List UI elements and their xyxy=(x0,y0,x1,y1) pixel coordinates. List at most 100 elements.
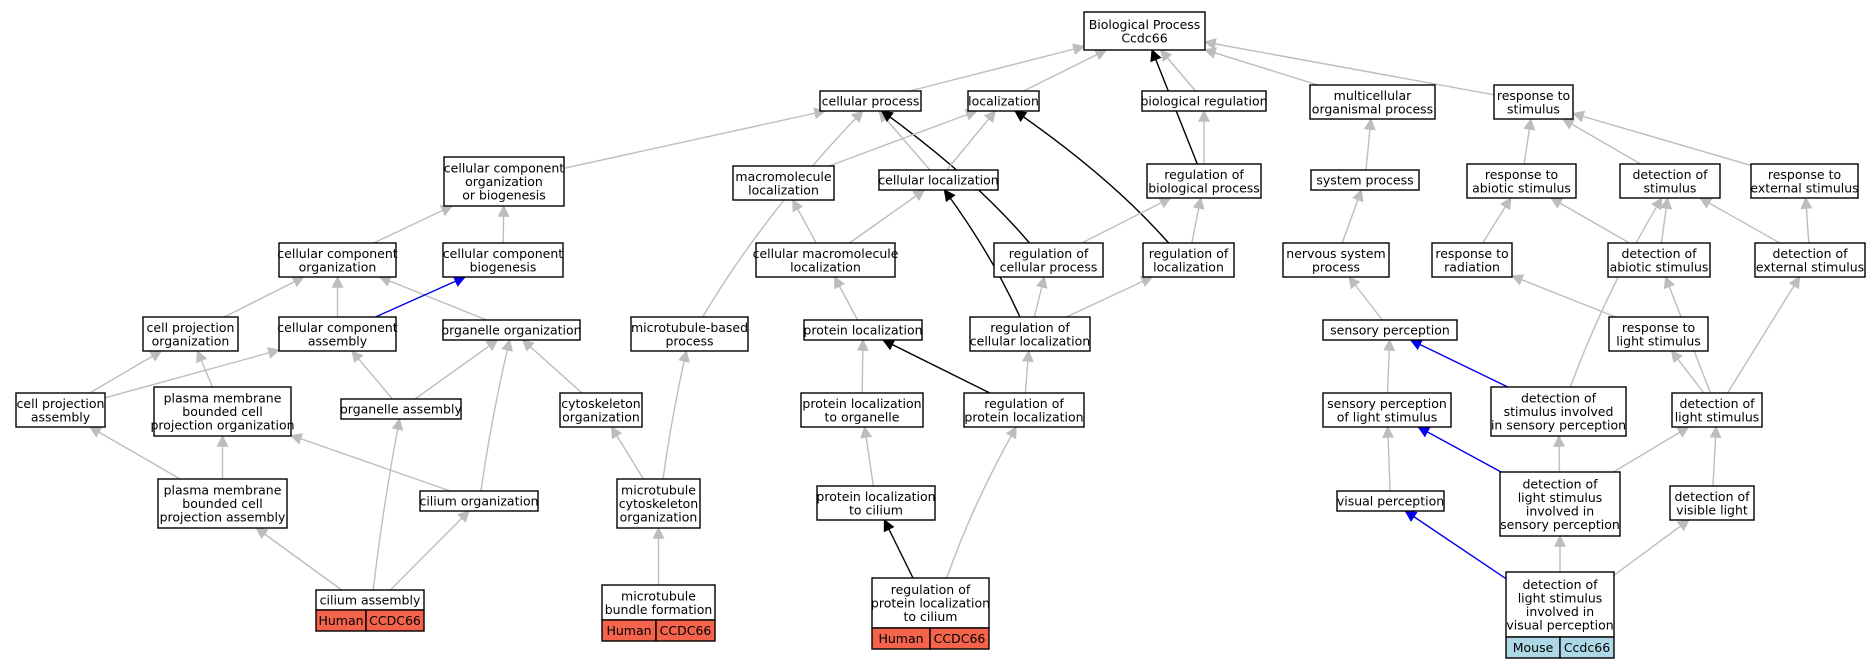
node-label-line: biological process xyxy=(1148,180,1260,195)
go-term-bioreg[interactable]: biological regulation xyxy=(1140,90,1268,112)
node-box xyxy=(1750,163,1859,199)
edge-resprad-to-respabio xyxy=(1482,196,1512,244)
node-box xyxy=(800,392,924,428)
node-box xyxy=(153,386,292,437)
node-label-line: microtubule-based xyxy=(631,320,748,335)
node-box xyxy=(1309,84,1436,120)
node-label-line: cilium assembly xyxy=(320,593,421,608)
go-term-orgorg[interactable]: organelle organization xyxy=(441,319,582,341)
node-label-line: detection of xyxy=(1621,246,1697,261)
node-label-line: detection of xyxy=(1679,396,1755,411)
node-label-line: regulation of xyxy=(1164,167,1244,182)
node-box xyxy=(278,316,397,352)
edge-regloc-to-regbio xyxy=(1191,196,1205,244)
go-term-ciliumorg[interactable]: cilium organization xyxy=(419,490,539,512)
node-label-line: cellular component xyxy=(443,246,563,261)
node-box xyxy=(1146,163,1262,199)
node-label-line: response to xyxy=(1768,167,1841,182)
edge-detabio-to-respabio xyxy=(1550,197,1630,244)
node-box xyxy=(993,242,1104,278)
edge-resplight-to-resprad xyxy=(1510,274,1616,318)
edge-ccob-to-cellproc xyxy=(563,107,827,169)
go-term-orgasm[interactable]: organelle assembly xyxy=(340,398,462,420)
go-term-sysproc[interactable]: system process xyxy=(1310,169,1420,191)
go-term-loc[interactable]: localization xyxy=(967,90,1040,112)
node-box xyxy=(1322,392,1452,428)
edge-orgasm-to-orgorg xyxy=(414,339,499,400)
node-label-line: radiation xyxy=(1444,259,1500,274)
edge-cellloc-to-loc xyxy=(946,110,997,171)
go-term-visperc[interactable]: visual perception xyxy=(1336,490,1445,512)
gene-annotation-cell xyxy=(365,609,425,632)
edge-cpa-to-cpo xyxy=(89,350,163,394)
node-label-line: to cilium xyxy=(904,609,958,624)
node-label-line: biological regulation xyxy=(1140,94,1267,109)
gene-label: CCDC66 xyxy=(934,631,986,646)
edge-mtbp-to-cellproc xyxy=(702,110,864,318)
node-label-line: response to xyxy=(1485,167,1558,182)
edge-regcellloc-to-cellloc xyxy=(943,189,1021,318)
go-term-cellloc[interactable]: cellular localization xyxy=(878,169,999,191)
edge-cmacroloc-to-cellloc xyxy=(849,189,926,244)
edge-pmbcpa-to-cpa xyxy=(88,426,181,480)
go-term-protloc[interactable]: protein localization xyxy=(803,319,923,341)
node-box xyxy=(1141,90,1267,112)
node-box xyxy=(1671,392,1763,428)
edge-detsens-to-sensperc xyxy=(1409,339,1509,388)
node-box xyxy=(963,392,1085,428)
node-label-line: system process xyxy=(1316,173,1413,188)
node-label-line: stimulus involved xyxy=(1504,404,1614,419)
node-label-line: cellular process xyxy=(1000,259,1098,274)
node-label-line: cellular macromolecule xyxy=(753,246,899,261)
go-term-sensperc[interactable]: sensory perception xyxy=(1322,319,1458,341)
go-term-cellproc[interactable]: cellular process xyxy=(819,90,922,112)
node-box xyxy=(442,242,564,278)
edge-detext-to-respext xyxy=(1800,196,1813,244)
node-label-line: bounded cell xyxy=(182,404,262,419)
node-box xyxy=(878,169,999,191)
node-label-line: bundle formation xyxy=(605,602,713,617)
node-label-line: organization xyxy=(465,174,543,189)
edge-regprotloccil-to-regprotloc xyxy=(946,425,1017,579)
